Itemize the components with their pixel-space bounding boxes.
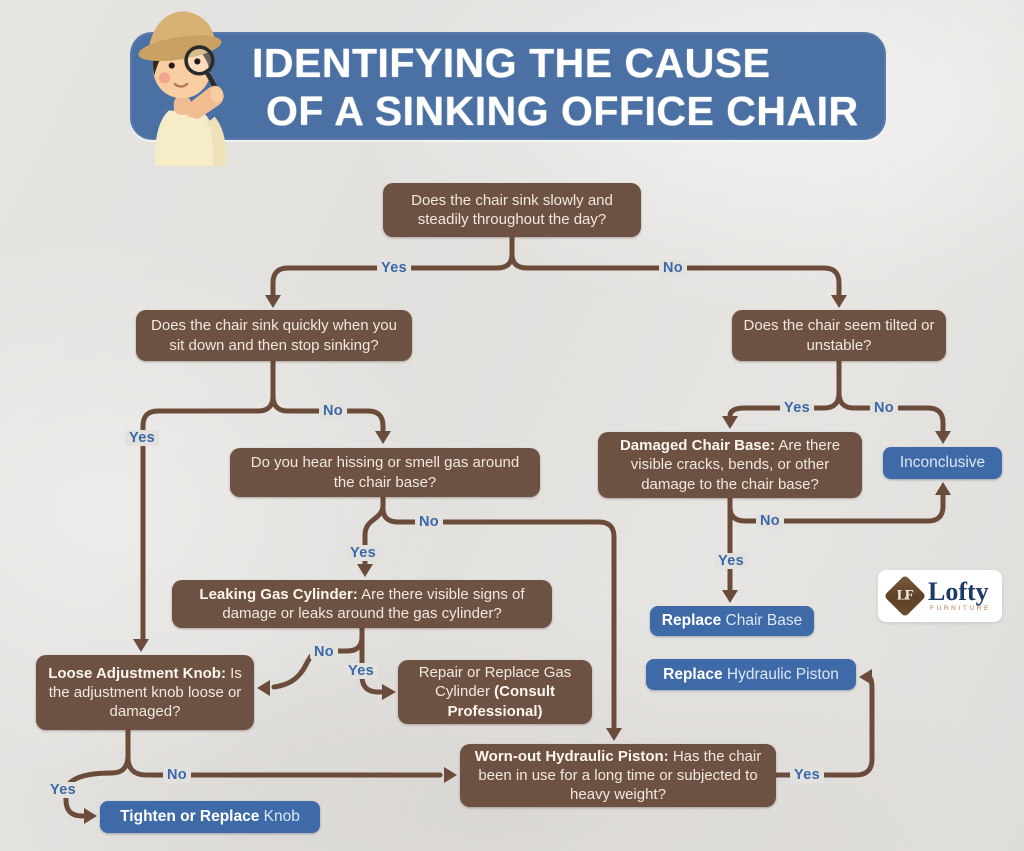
arrowhead: [133, 639, 149, 652]
result-replace-hydraulic-piston: Replace Hydraulic Piston: [646, 659, 856, 690]
edge-label-yes: Yes: [344, 663, 378, 679]
arrowhead: [831, 295, 847, 308]
arrowhead: [722, 590, 738, 603]
lofty-furniture-logo: LF Lofty FURNITURE: [878, 570, 1002, 622]
arrowhead: [444, 767, 457, 783]
node-text: Damaged Chair Base: Are there visible cr…: [619, 437, 841, 493]
node-tilted-question: Does the chair seem tilted or unstable?: [732, 310, 946, 361]
result-tighten-or-replace-knob: Tighten or Replace Knob: [100, 801, 320, 833]
result-text: Replace Hydraulic Piston: [663, 665, 839, 683]
arrowhead: [606, 728, 622, 741]
logo-monogram: LF: [897, 587, 913, 604]
arrowhead: [722, 416, 738, 429]
node-bold-text: Worn-out Hydraulic Piston:: [474, 747, 669, 765]
node-hissing-question: Do you hear hissing or smell gas around …: [230, 448, 540, 497]
edge-label-yes: Yes: [346, 545, 380, 561]
arrowhead: [935, 482, 951, 495]
edge-label-no: No: [756, 513, 784, 529]
arrowhead: [382, 684, 396, 700]
node-loose-adjustment-knob: Loose Adjustment Knob: Is the adjustment…: [36, 655, 254, 730]
node-text: Does the chair sink quickly when you sit…: [151, 317, 397, 354]
edge-label-no: No: [163, 767, 191, 783]
node-leaking-gas-cylinder: Leaking Gas Cylinder: Are there visible …: [172, 580, 552, 628]
node-root-question: Does the chair sink slowly and steadily …: [383, 183, 641, 237]
node-worn-hydraulic-piston: Worn-out Hydraulic Piston: Has the chair…: [460, 744, 776, 807]
arrowhead: [84, 808, 97, 824]
node-text: Leaking Gas Cylinder: Are there visible …: [199, 585, 525, 622]
arrowhead: [265, 295, 281, 308]
page-title: IDENTIFYING THE CAUSE OF A SINKING OFFIC…: [252, 40, 859, 136]
edge-label-no: No: [870, 400, 898, 416]
page-title-line1: IDENTIFYING THE CAUSE: [252, 40, 771, 86]
node-text: Does the chair sink slowly and steadily …: [411, 191, 613, 228]
result-inconclusive: Inconclusive: [883, 447, 1002, 479]
node-text: Do you hear hissing or smell gas around …: [250, 454, 520, 491]
result-replace-chair-base: Replace Chair Base: [650, 606, 814, 636]
arrowhead: [935, 431, 951, 444]
logo-diamond-icon: LF: [883, 574, 927, 618]
edge-label-yes: Yes: [377, 260, 411, 276]
node-repair-gas-cylinder: Repair or Replace Gas Cylinder (Consult …: [398, 660, 592, 724]
edge-label-no: No: [310, 644, 338, 660]
arrowhead: [357, 564, 373, 577]
result-text: Replace Chair Base: [661, 612, 803, 629]
edge-label-no: No: [659, 260, 687, 276]
node-text: Worn-out Hydraulic Piston: Has the chair…: [474, 747, 762, 804]
edge-label-yes: Yes: [780, 400, 814, 416]
edge-label-yes: Yes: [790, 767, 824, 783]
edge-label-no: No: [319, 403, 347, 419]
node-bold-text: Damaged Chair Base:: [619, 437, 775, 455]
node-bold-text: Leaking Gas Cylinder:: [199, 585, 358, 603]
edge-label-yes: Yes: [125, 430, 159, 446]
arrowhead: [859, 669, 872, 685]
node-text: Does the chair seem tilted or unstable?: [743, 317, 935, 354]
header-banner: [130, 32, 886, 140]
node-text: Repair or Replace Gas Cylinder (Consult …: [418, 664, 572, 720]
result-text: Inconclusive: [899, 454, 986, 471]
edge-label-no: No: [415, 514, 443, 530]
edge-label-yes: Yes: [714, 553, 748, 569]
connector-worn-piston-yes: [773, 675, 875, 778]
logo-subtitle: FURNITURE: [930, 605, 991, 613]
logo-brand-name: Lofty: [928, 577, 989, 607]
arrowhead: [375, 431, 391, 444]
page-title-line2: OF A SINKING OFFICE CHAIR: [266, 87, 859, 134]
arrowhead: [257, 680, 270, 696]
node-sink-quickly-question: Does the chair sink quickly when you sit…: [136, 310, 412, 361]
connector-leaking-yes: [359, 625, 384, 695]
edge-label-yes: Yes: [46, 782, 80, 798]
node-bold-text: Loose Adjustment Knob:: [48, 664, 226, 682]
detective-character-illustration: [138, 11, 227, 166]
node-text: Loose Adjustment Knob: Is the adjustment…: [48, 664, 242, 721]
result-text: Tighten or Replace Knob: [120, 808, 300, 825]
node-damaged-chair-base: Damaged Chair Base: Are there visible cr…: [598, 432, 862, 498]
